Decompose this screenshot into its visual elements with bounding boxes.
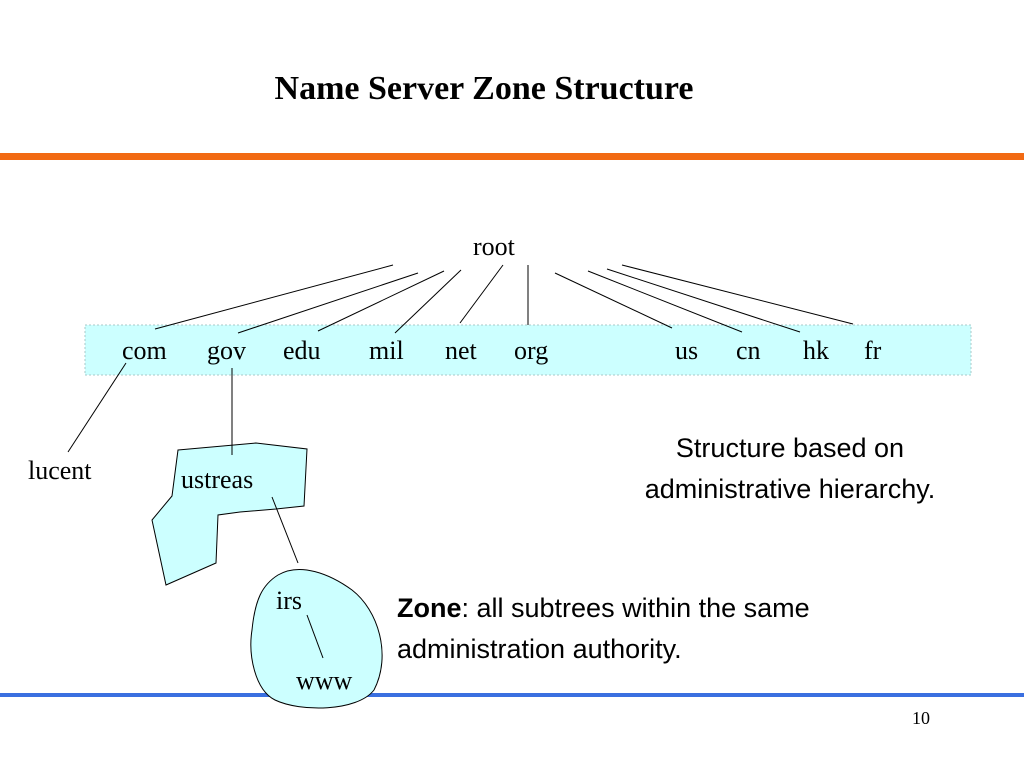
edge-root-com [154,264,394,330]
tree-node-www: www [296,666,353,695]
edge-root-mil [394,269,462,334]
edge-irs-www [306,614,324,659]
edge-com-lucent [67,362,127,453]
structure-note-line1: Structure based on [675,433,905,463]
zone-definition-line2: administration authority. [397,634,682,664]
edge-root-hk [606,268,801,333]
subtree-edges [67,362,324,659]
ustreas-zone-shape [151,442,308,586]
edge-root-net [459,264,504,324]
slide-title: Name Server Zone Structure [274,70,694,107]
zone-term: Zone [397,593,462,623]
edge-ustreas-irs [271,496,299,564]
edge-root-edu [317,270,445,332]
edge-root-fr [621,264,854,325]
zone-definition-line1: Zone: all subtrees within the same [397,593,810,624]
tld-label-edu: edu [283,336,321,365]
edge-root-cn [587,270,743,333]
edge-root-us [554,272,673,329]
tld-label-fr: fr [864,336,882,365]
root-edges [154,264,854,334]
tree-node-irs: irs [276,586,302,615]
tree-node-lucent: lucent [28,456,92,485]
tree-node-root: root [473,232,515,261]
tld-label-gov: gov [207,336,246,365]
tld-label-com: com [122,336,167,365]
tld-zone-band [84,324,972,376]
bottom-divider [0,693,1024,697]
tld-label-cn: cn [736,336,761,365]
structure-note-line2: administrative hierarchy. [644,474,936,504]
top-divider [0,153,1024,160]
tree-node-ustreas: ustreas [181,465,254,494]
tld-label-mil: mil [369,336,404,365]
page-number: 10 [912,708,930,728]
tld-label-org: org [514,336,549,365]
tld-label-net: net [445,336,477,365]
zone-definition-text: : all subtrees within the same [461,593,810,623]
irs-zone-shape [250,568,383,709]
tld-label-hk: hk [803,336,829,365]
tld-label-us: us [675,336,699,365]
edge-root-gov [237,272,419,334]
